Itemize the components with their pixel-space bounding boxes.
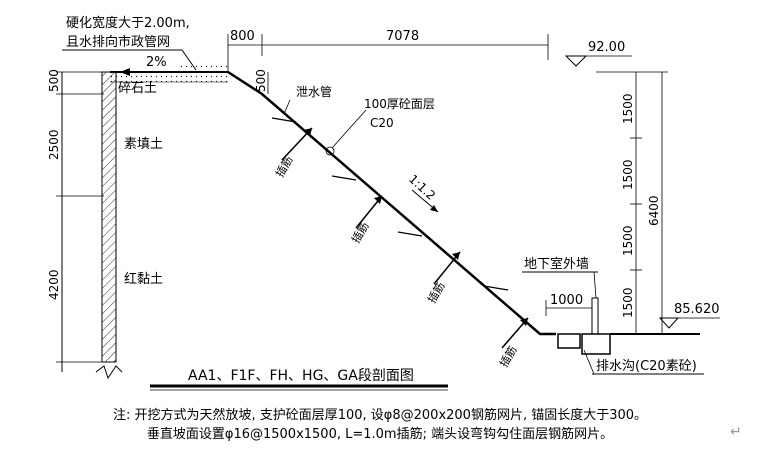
concrete-layer-label-2: C20: [370, 116, 394, 130]
anchor-bar-4: 插筋: [496, 317, 529, 370]
concrete-layer-label-1: 100厚砼面层: [364, 97, 435, 111]
drain-pipe-2: [331, 175, 357, 181]
drain-pipe-leader: [283, 99, 291, 115]
anchor-bar-2: 插筋: [348, 195, 383, 246]
drainage-ditch: [557, 333, 581, 349]
drain-pipe-3: [397, 231, 423, 237]
dim-500-slope: 500: [254, 69, 268, 92]
elevation-bottom-icon: [658, 317, 680, 329]
dim-1500-1: 1500: [621, 93, 635, 124]
ditch-label: 排水沟(C20素砼): [596, 359, 697, 374]
dim-1500-3: 1500: [621, 225, 635, 256]
anchor-label-1: 插筋: [272, 153, 295, 179]
anchor-bar-1: 插筋: [272, 127, 313, 180]
dim-1500-4: 1500: [621, 287, 635, 318]
anchor-label-4: 插筋: [496, 343, 519, 369]
dim-6400: 6400: [647, 195, 661, 226]
drain-to-pipe-label: 且水排向市政管网: [66, 34, 170, 50]
section-title: AA1、F1F、FH、HG、GA段剖面图: [188, 368, 414, 384]
dim-800: 800: [230, 29, 255, 44]
ditch-leader: [583, 349, 595, 375]
slope-profile: [227, 70, 556, 336]
elevation-top-icon: [564, 55, 588, 67]
dim-2500: 2500: [47, 129, 61, 160]
drain-pipe-label: 泄水管: [296, 84, 332, 99]
basement-wall: [591, 297, 599, 335]
concrete-leader: [331, 109, 367, 149]
dim-500-left: 500: [47, 69, 61, 92]
note-line-1: 注: 开挖方式为天然放坡, 支护砼面层厚100, 设φ8@200x200钢筋网片…: [112, 408, 648, 423]
concrete-marker-icon: [325, 146, 335, 156]
slope-top-label: 2%: [146, 55, 167, 70]
dim-7078: 7078: [386, 29, 419, 44]
elevation-bottom: 85.620: [674, 302, 720, 317]
slope-ratio-arrow-icon: [430, 205, 438, 212]
dim-4200: 4200: [47, 269, 61, 300]
return-mark-icon: ↵: [730, 424, 742, 440]
dim-1000: 1000: [550, 293, 583, 308]
crushed-stone-label: 碎石土: [118, 81, 157, 96]
hardened-width-label: 硬化宽度大于2.00m,: [66, 15, 190, 31]
elevation-top: 92.00: [588, 40, 625, 55]
basement-wall-leader: [593, 271, 597, 299]
dim-1500-2: 1500: [621, 159, 635, 190]
borehole-break-icon: [95, 365, 123, 380]
slope-top-hatch: [180, 64, 228, 72]
anchor-label-3: 插筋: [424, 279, 447, 305]
note-line-2: 垂直坡面设置φ16@1500x1500, L=1.0m插筋; 端头设弯钩勾住面层…: [146, 427, 614, 442]
basement-wall-label: 地下室外墙: [524, 256, 589, 272]
drain-pipe-1: [271, 117, 297, 123]
anchor-label-2: 插筋: [348, 219, 371, 245]
borehole-column: [101, 71, 117, 363]
drain-pipe-4: [483, 285, 509, 291]
red-clay-label: 红黏土: [124, 271, 163, 287]
crushed-stone-layer: [110, 72, 228, 82]
ditch-body: [581, 333, 611, 355]
plain-fill-label: 素填土: [124, 137, 163, 152]
